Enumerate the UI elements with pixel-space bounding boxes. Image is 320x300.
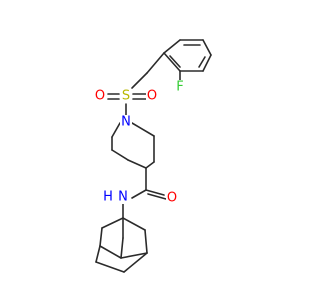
adamantane-cage <box>95 217 148 273</box>
piperidine-ring <box>111 122 155 169</box>
carbonyl-oxygen-label: O <box>167 191 177 206</box>
piperidine-nitrogen-label: N <box>121 115 131 130</box>
structure-canvas: F S O O N O H N <box>94 39 212 273</box>
benzyl-bond <box>146 52 165 74</box>
sulfonyl-oxygen-left-label: O <box>95 89 105 104</box>
ch2-s-bond <box>131 72 148 89</box>
sulfur-label: S <box>122 89 130 104</box>
amide-nitrogen-label: N <box>118 190 128 205</box>
sulfonyl-bonds <box>107 93 147 100</box>
amide-hydrogen-label: H <box>103 190 113 205</box>
sulfonyl-oxygen-right-label: O <box>147 89 157 104</box>
fluorophenyl-ring <box>163 39 212 72</box>
molecule-structure: F S O O N O H N <box>94 39 212 273</box>
carboxamide-bonds <box>131 167 167 200</box>
atom-labels: F S O O N O H N <box>94 80 186 206</box>
fluorine-label: F <box>176 80 183 95</box>
